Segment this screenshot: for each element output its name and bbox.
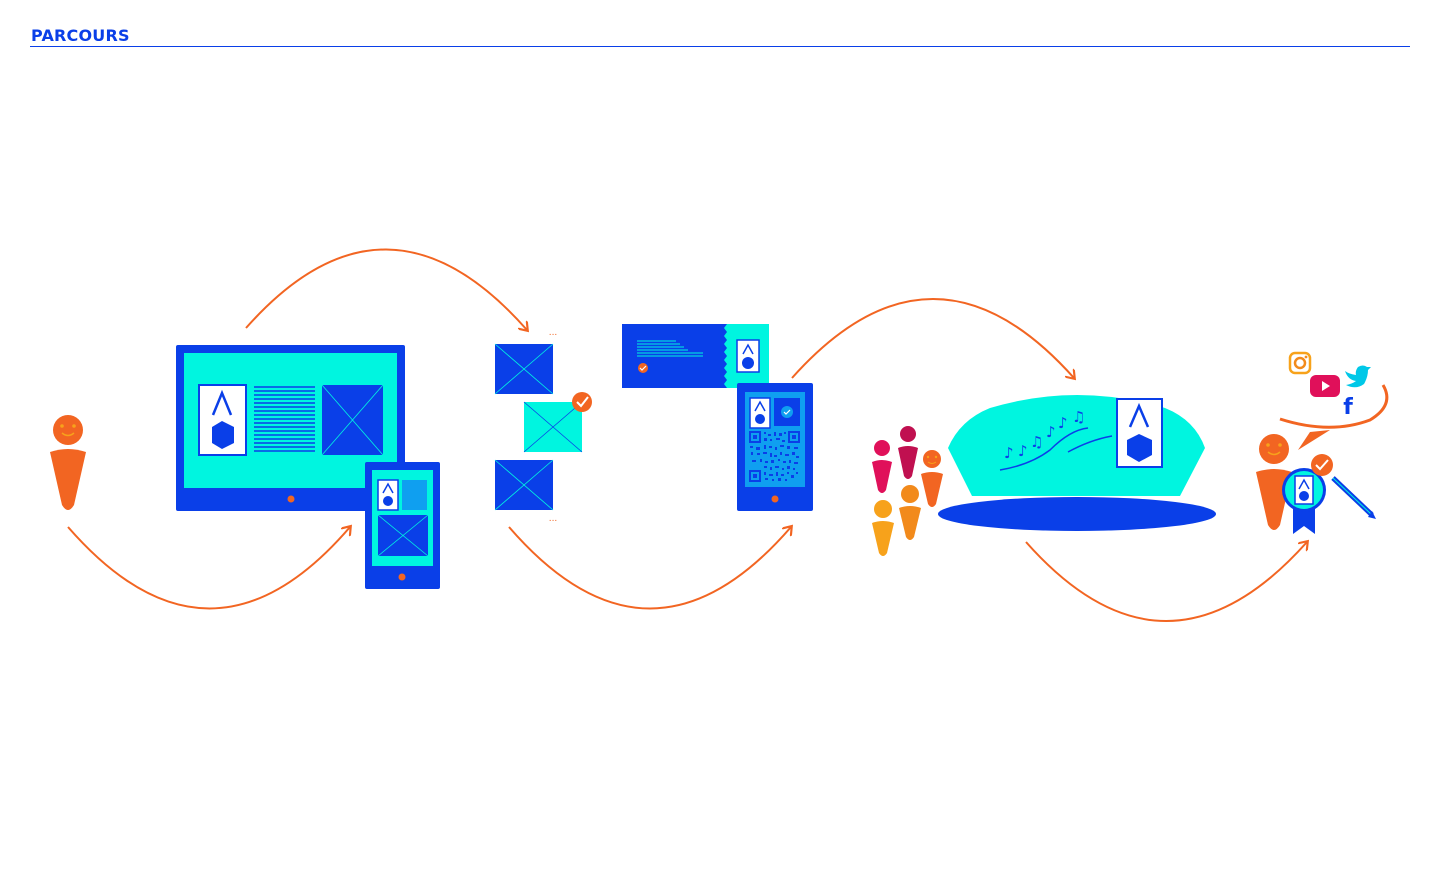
section-header: PARCOURS <box>30 26 1410 47</box>
ticket-icon <box>622 324 769 388</box>
desktop-monitor-icon <box>176 345 405 511</box>
svg-text:♪: ♪ <box>1046 423 1056 441</box>
ellipsis-bottom: ... <box>549 514 558 524</box>
music-notes-icon <box>999 427 1113 471</box>
arrow-devices-to-emails <box>245 248 527 330</box>
facebook-icon: f <box>1343 395 1353 420</box>
journey-arrows <box>67 248 1307 622</box>
svg-text:♪: ♪ <box>1018 442 1028 460</box>
svg-text:♫: ♫ <box>1072 408 1085 426</box>
reviewer-icon <box>1256 434 1376 534</box>
page-title: PARCOURS <box>31 26 130 45</box>
person-icon <box>899 485 921 540</box>
person-icon <box>50 415 86 510</box>
svg-text:♪: ♪ <box>1058 414 1068 432</box>
qr-code-icon <box>749 431 800 482</box>
email-stack: ... ... <box>494 328 592 524</box>
pen-icon <box>1331 476 1376 519</box>
svg-text:♪: ♪ <box>1004 444 1014 462</box>
concert-stage-icon: ♪♪♫ ♪♪♫ <box>938 395 1216 531</box>
arrow-emails-to-ticket <box>508 527 791 610</box>
svg-text:♫: ♫ <box>1030 433 1043 451</box>
youtube-icon <box>1310 375 1340 397</box>
person-icon <box>898 426 918 479</box>
phone-qr-icon <box>737 383 813 511</box>
arrow-venue-to-review <box>1025 542 1307 622</box>
person-icon <box>872 500 894 556</box>
twitter-icon <box>1345 365 1371 388</box>
person-icon <box>872 440 892 493</box>
envelope-icon <box>494 343 554 395</box>
award-badge-icon <box>1282 468 1326 534</box>
envelope-checked-icon <box>523 401 583 453</box>
ellipsis-top: ... <box>549 328 558 338</box>
tablet-icon <box>365 462 440 589</box>
check-badge-icon <box>1311 454 1333 476</box>
arrow-ticket-to-venue <box>791 298 1074 378</box>
envelope-icon <box>494 459 554 511</box>
instagram-icon <box>1288 351 1312 375</box>
text-lines-icon <box>254 386 315 452</box>
crowd-icon <box>872 426 943 556</box>
speech-bubble-icon <box>1279 384 1389 450</box>
person-icon <box>921 450 943 507</box>
arrow-user-to-devices <box>67 527 350 610</box>
image-placeholder-icon <box>321 384 384 456</box>
check-badge-icon <box>572 392 592 412</box>
